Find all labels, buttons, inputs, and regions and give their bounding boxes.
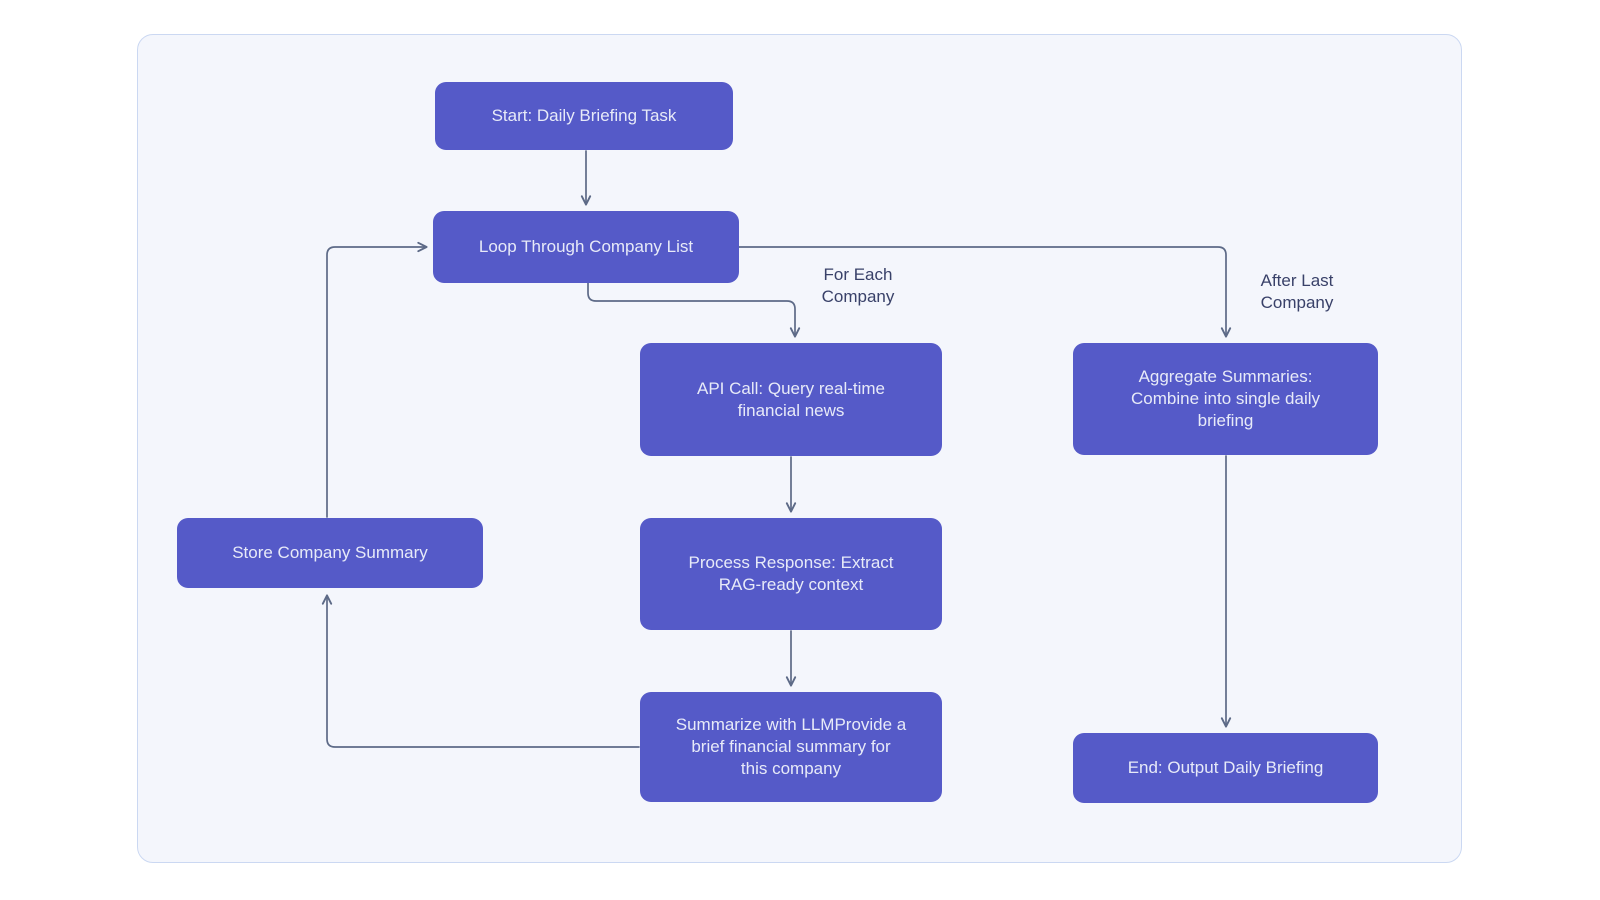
node-loop-company-list: Loop Through Company List (433, 211, 739, 283)
node-start: Start: Daily Briefing Task (435, 82, 733, 150)
node-process-response-label: Process Response: Extract RAG-ready cont… (688, 553, 894, 594)
edge-label-after-last-company: After Last Company (1260, 271, 1334, 312)
node-loop-company-list-label: Loop Through Company List (478, 237, 694, 256)
edge-label-for-each-company: For Each Company (821, 265, 895, 306)
node-store-summary: Store Company Summary (177, 518, 483, 588)
node-api-call: API Call: Query real-time financial news (640, 343, 942, 456)
node-summarize-llm-label: Summarize with LLMProvide a brief financ… (675, 715, 907, 778)
node-start-label: Start: Daily Briefing Task (491, 106, 677, 125)
node-end: End: Output Daily Briefing (1073, 733, 1378, 803)
node-end-label: End: Output Daily Briefing (1127, 758, 1324, 777)
node-summarize-llm: Summarize with LLMProvide a brief financ… (640, 692, 942, 802)
node-api-call-label: API Call: Query real-time financial news (697, 378, 885, 420)
node-store-summary-label: Store Company Summary (232, 543, 428, 562)
node-aggregate-summaries-label: Aggregate Summaries: Combine into single… (1131, 367, 1320, 430)
node-aggregate-summaries: Aggregate Summaries: Combine into single… (1073, 343, 1378, 455)
node-process-response: Process Response: Extract RAG-ready cont… (640, 518, 942, 630)
